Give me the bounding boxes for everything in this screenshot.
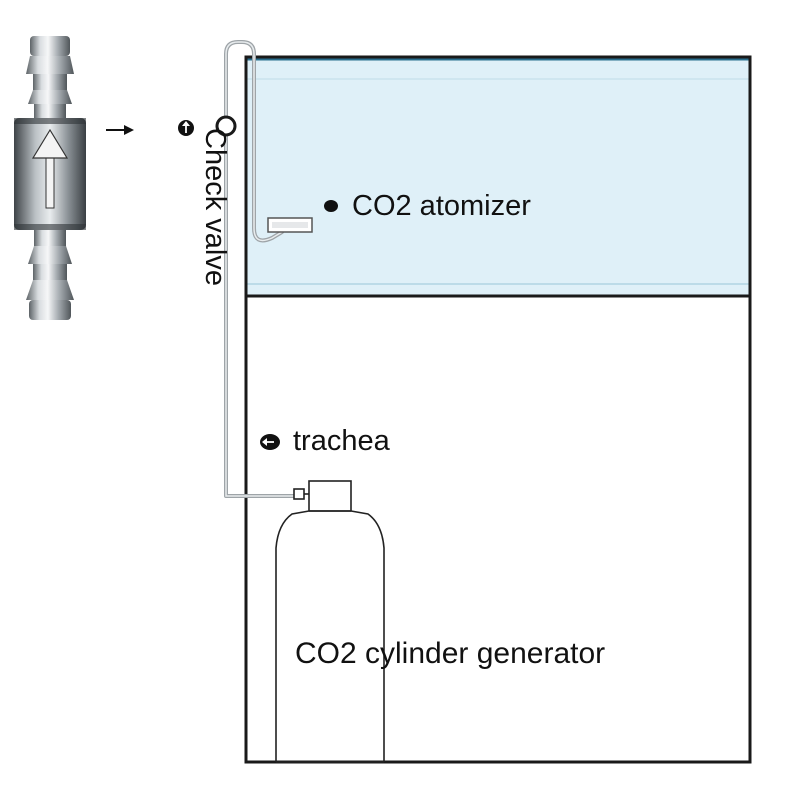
arrow-right-icon bbox=[106, 125, 134, 135]
aquarium-tank bbox=[244, 55, 752, 764]
co2-atomizer-label: CO2 atomizer bbox=[352, 190, 531, 222]
co2-cylinder-label: CO2 cylinder generator bbox=[295, 637, 606, 670]
check-valve-ring bbox=[215, 115, 237, 137]
arrow-up-icon bbox=[31, 128, 69, 209]
bullet-icon bbox=[324, 200, 338, 212]
check-valve-marker-icon bbox=[178, 120, 194, 136]
trachea-marker-icon bbox=[260, 434, 280, 450]
co2-atomizer bbox=[267, 217, 313, 233]
co2-cylinder bbox=[275, 480, 385, 763]
check-valve-label: Check valve bbox=[199, 128, 231, 286]
check-valve-photo bbox=[14, 36, 86, 320]
water-area bbox=[246, 57, 750, 296]
trachea-label: trachea bbox=[293, 425, 390, 457]
